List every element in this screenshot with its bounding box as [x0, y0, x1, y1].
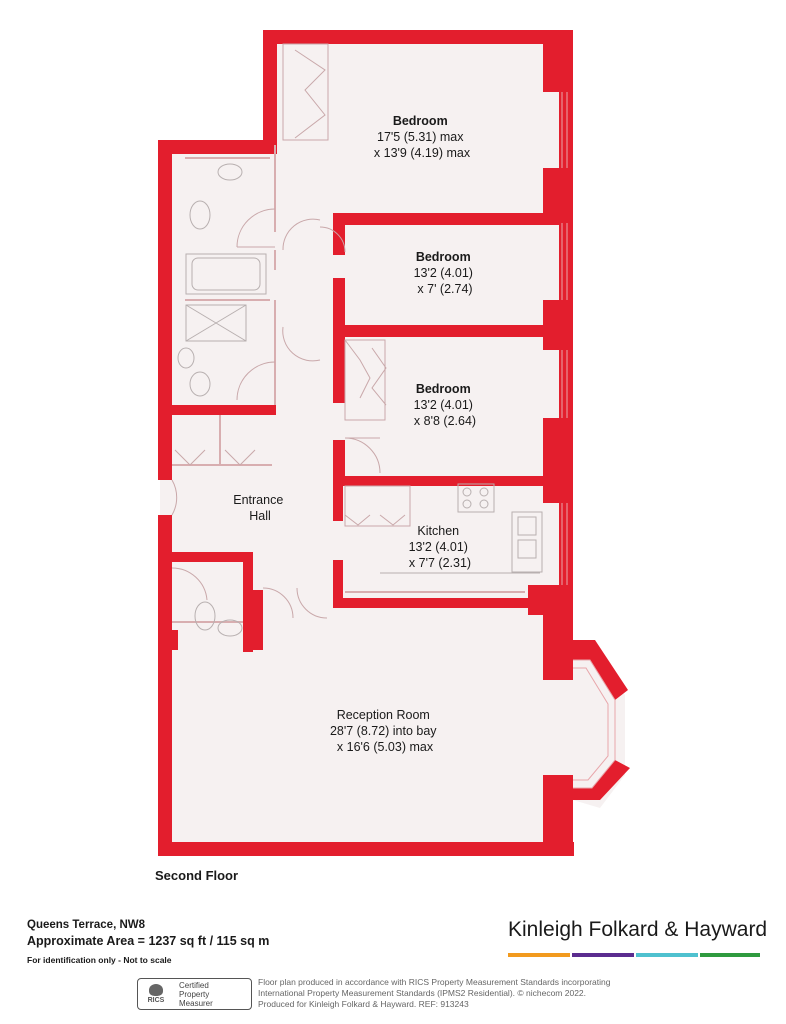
bathroom-fixtures — [177, 163, 543, 637]
bay-window — [561, 92, 616, 789]
wardrobes — [174, 43, 411, 527]
property-details: Queens Terrace, NW8 Approximate Area = 1… — [27, 917, 269, 968]
legal-notice: Floor plan produced in accordance with R… — [258, 977, 611, 1009]
brand-bar-orange — [508, 953, 570, 957]
brand-bar-purple — [572, 953, 634, 957]
property-area: Approximate Area = 1237 sq ft / 115 sq m — [27, 934, 270, 948]
room-label-kitchen: Kitchen 13'2 (4.01) x 7'7 (2.31) — [409, 524, 472, 570]
room-labels: Bedroom 17'5 (5.31) max x 13'9 (4.19) ma… — [233, 114, 476, 754]
property-address: Queens Terrace, NW8 — [27, 919, 146, 931]
partition-walls — [172, 145, 525, 623]
brand-name: Kinleigh Folkard & Hayward — [508, 918, 768, 941]
rics-globe-icon: RICS — [141, 981, 171, 1007]
room-label-bedroom-1: Bedroom 17'5 (5.31) max x 13'9 (4.19) ma… — [374, 114, 471, 160]
room-label-bedroom-2: Bedroom 13'2 (4.01) x 7' (2.74) — [414, 250, 477, 296]
room-label-reception: Reception Room 28'7 (8.72) into bay x 16… — [330, 708, 440, 754]
room-label-bedroom-3: Bedroom 13'2 (4.01) x 8'8 (2.64) — [414, 382, 477, 428]
internal-walls — [158, 213, 559, 652]
door-swings — [171, 208, 381, 619]
room-label-entrance-hall: Entrance Hall — [233, 493, 287, 523]
brand-bar-green — [700, 953, 760, 957]
floor-label: Second Floor — [155, 868, 239, 883]
rics-certified-text: Certified Property Measurer — [179, 980, 213, 1008]
scale-note: For identification only - Not to scale — [27, 955, 172, 965]
outer-walls — [158, 30, 630, 856]
rics-badge: RICS Certified Property Measurer — [137, 978, 252, 1010]
floor-area — [160, 35, 625, 855]
brand-bar-teal — [636, 953, 698, 957]
floor-plan: Bedroom 17'5 (5.31) max x 13'9 (4.19) ma… — [158, 30, 630, 856]
